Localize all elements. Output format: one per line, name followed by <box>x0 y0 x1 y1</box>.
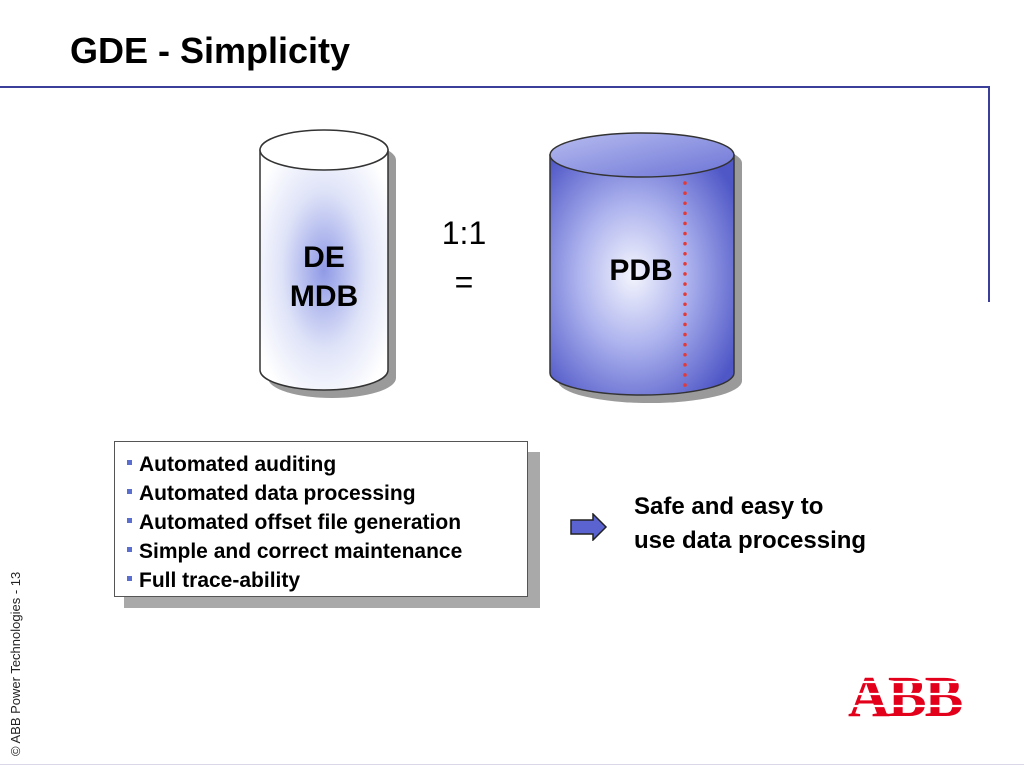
copyright-text: © ABB Power Technologies - 13 <box>8 571 23 756</box>
header-rule <box>0 86 990 88</box>
bullet-icon <box>127 546 132 552</box>
abb-logo: ABB <box>848 670 974 720</box>
right-rule <box>988 86 990 302</box>
arrow-right-icon <box>570 513 608 541</box>
bullet-icon <box>127 488 132 494</box>
de-label: DE <box>303 241 345 274</box>
feature-item: Full trace-ability <box>127 566 527 595</box>
footer-rule <box>0 764 1024 765</box>
feature-item: Simple and correct maintenance <box>127 537 527 566</box>
features-box: Automated auditing Automated data proces… <box>114 441 528 597</box>
bullet-icon <box>127 575 132 581</box>
mdb-label: MDB <box>290 280 358 313</box>
bullet-icon <box>127 459 132 465</box>
feature-item: Automated data processing <box>127 479 527 508</box>
result-text: Safe and easy to use data processing <box>634 493 867 554</box>
pdb-label: PDB <box>609 254 672 287</box>
features-list: Automated auditing Automated data proces… <box>127 450 527 595</box>
pdb-cylinder: PDB <box>549 132 742 403</box>
de-mdb-cylinder: DE MDB <box>259 129 396 398</box>
page-title: GDE - Simplicity <box>70 30 351 71</box>
equals-sign: = <box>455 264 474 300</box>
bullet-icon <box>127 517 132 523</box>
ratio-label: 1:1 <box>442 215 486 251</box>
feature-item: Automated offset file generation <box>127 508 527 537</box>
feature-item: Automated auditing <box>127 450 527 479</box>
